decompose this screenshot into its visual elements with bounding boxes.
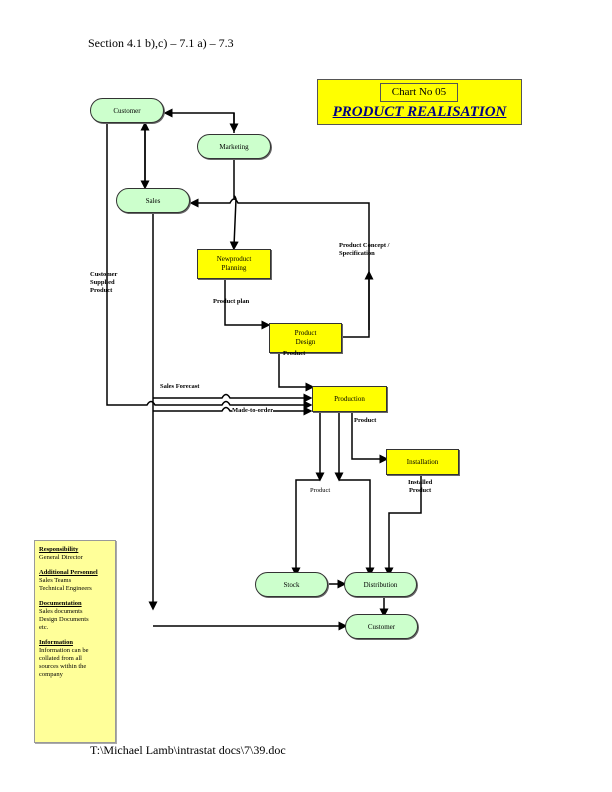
legend-heading: Information bbox=[39, 639, 73, 646]
label-product-concept: Product Concept / Specification bbox=[339, 242, 389, 258]
label-installed-product: Installed Product bbox=[408, 479, 432, 495]
section-reference: Section 4.1 b),c) – 7.1 a) – 7.3 bbox=[88, 36, 234, 50]
node-label: Customer bbox=[113, 106, 141, 115]
edge-concept-sales bbox=[189, 198, 370, 330]
edge-installed-product bbox=[384, 475, 422, 577]
label-made-to-order: Made-to-order bbox=[232, 407, 274, 415]
edge-production-installation bbox=[351, 412, 389, 464]
label-line: Supplied bbox=[90, 279, 115, 286]
legend-line: Sales Teams bbox=[39, 577, 72, 584]
legend-line: collated from all bbox=[39, 655, 82, 662]
node-label: Marketing bbox=[219, 142, 249, 151]
label-product-plan: Product plan bbox=[213, 298, 250, 305]
node-marketing: Marketing bbox=[197, 134, 271, 159]
chart-title: PRODUCT REALISATION bbox=[332, 104, 507, 120]
node-distribution: Distribution bbox=[344, 572, 417, 597]
legend-responsibility: Responsibility General Director bbox=[39, 546, 111, 562]
legend-heading: Responsibility bbox=[39, 546, 79, 553]
node-production: Production bbox=[312, 386, 387, 412]
edge-marketing-planning bbox=[229, 158, 239, 251]
edge-sales-forecast bbox=[153, 393, 313, 403]
node-label-line: Design bbox=[295, 338, 316, 346]
node-label-line: Newproduct bbox=[216, 255, 252, 263]
legend-line: Technical Engineers bbox=[39, 585, 92, 592]
legend-heading: Additional Personnel bbox=[39, 569, 98, 576]
legend-line: Information can be bbox=[39, 647, 89, 654]
edge-made-to-order bbox=[153, 406, 313, 416]
edge-planning-design bbox=[224, 278, 271, 330]
node-label: Installation bbox=[406, 457, 439, 466]
label-product-under-design: Product bbox=[283, 350, 306, 357]
label-sales-forecast: Sales Forecast bbox=[160, 383, 200, 390]
legend-information: Information Information can be collated … bbox=[39, 639, 111, 679]
edge-customer-supplied-product bbox=[106, 123, 313, 410]
node-stock: Stock bbox=[255, 572, 328, 597]
edge-to-distribution bbox=[339, 479, 375, 577]
label-line: Specification bbox=[339, 250, 375, 257]
node-label: Sales bbox=[145, 196, 161, 205]
edge-to-stock bbox=[291, 479, 320, 577]
label-customer-supplied-product: Customer Supplied Product bbox=[90, 271, 117, 295]
node-label: Customer bbox=[367, 622, 396, 631]
label-line: Product bbox=[90, 287, 113, 294]
responsibility-legend: Responsibility General Director Addition… bbox=[34, 540, 116, 743]
legend-line: etc. bbox=[39, 624, 49, 631]
legend-line: General Director bbox=[39, 554, 83, 561]
label-product-from-production: Product bbox=[354, 417, 377, 424]
node-customer-bottom: Customer bbox=[345, 614, 418, 639]
chart-title-box: Chart No 05 PRODUCT REALISATION bbox=[317, 79, 522, 125]
label-line: Product Concept / bbox=[339, 242, 390, 249]
label-line: Customer bbox=[90, 271, 118, 278]
label-product-split: Product bbox=[310, 487, 331, 494]
node-label: Production bbox=[334, 394, 365, 403]
node-sales: Sales bbox=[116, 188, 190, 213]
edge-design-production bbox=[278, 353, 315, 392]
legend-line: Sales documents bbox=[39, 608, 83, 615]
edge-design-concept bbox=[342, 270, 374, 338]
legend-additional-personnel: Additional Personnel Sales Teams Technic… bbox=[39, 569, 111, 593]
legend-line: company bbox=[39, 671, 63, 678]
node-installation: Installation bbox=[386, 449, 459, 475]
node-label: Distribution bbox=[363, 580, 398, 589]
legend-line: sources within the bbox=[39, 663, 87, 670]
label-line: Product bbox=[408, 487, 432, 494]
node-label: Stock bbox=[283, 580, 300, 589]
legend-documentation: Documentation Sales documents Design Doc… bbox=[39, 600, 111, 632]
node-label-line: Product bbox=[294, 329, 317, 337]
node-customer-top: Customer bbox=[90, 98, 164, 123]
node-label-line: Planning bbox=[221, 264, 247, 272]
label-line: Installed bbox=[408, 479, 433, 486]
chart-number: Chart No 05 bbox=[380, 83, 458, 102]
legend-line: Design Documents bbox=[39, 616, 89, 623]
edge-marketing-customer bbox=[163, 108, 235, 133]
legend-heading: Documentation bbox=[39, 600, 82, 607]
file-path-footer: T:\Michael Lamb\intrastat docs\7\39.doc bbox=[90, 743, 286, 757]
